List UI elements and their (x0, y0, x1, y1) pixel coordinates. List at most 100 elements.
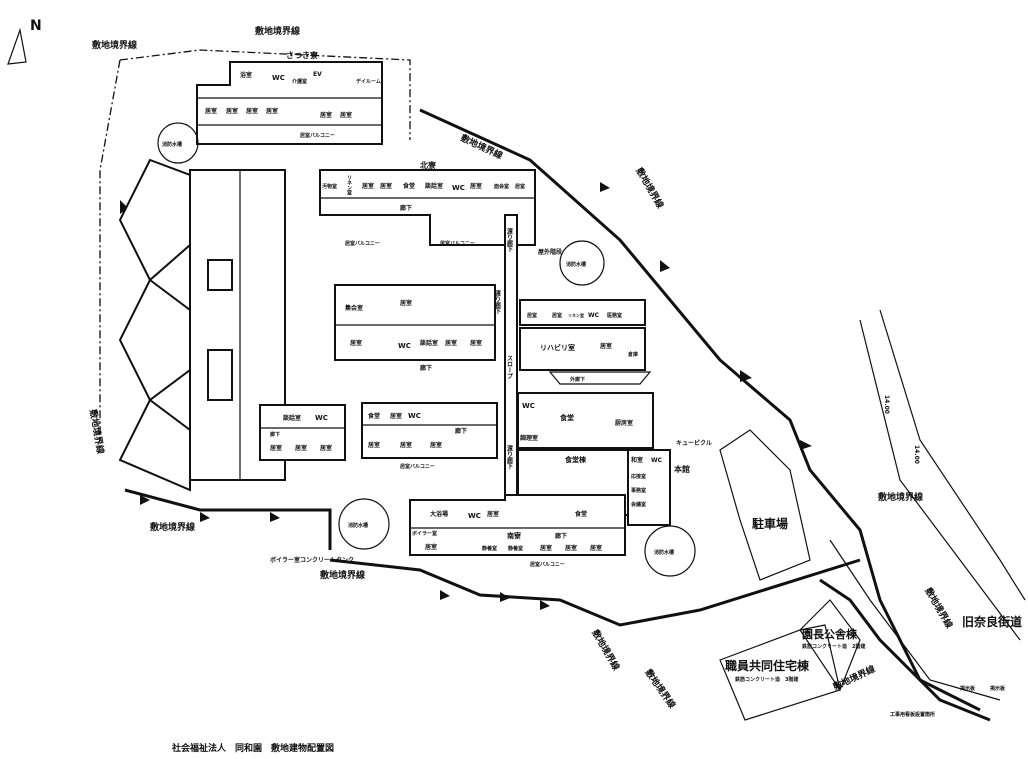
svg-text:居室: 居室 (487, 510, 499, 518)
boundary-label: 敷地境界線 (320, 569, 365, 581)
svg-text:ボイラー室: ボイラー室 (412, 530, 437, 537)
svg-text:大浴場: 大浴場 (430, 510, 448, 518)
building-center: 集会室 居室 居室 WC 談話室 居室 居室 廊下 (334, 284, 496, 372)
svg-text:居室: 居室 (470, 339, 482, 347)
svg-text:さつき寮: さつき寮 (286, 50, 319, 60)
outdoor-stairs-label: 屋外階段 (538, 248, 562, 256)
svg-text:居室: 居室 (340, 111, 352, 119)
svg-text:廊下: 廊下 (555, 532, 567, 540)
bulletin-board-label: 掲示板 (959, 685, 976, 692)
svg-text:食堂: 食堂 (559, 413, 574, 422)
svg-text:食堂棟: 食堂棟 (564, 455, 587, 464)
svg-text:事務室: 事務室 (631, 487, 646, 494)
svg-text:鉄筋コンクリート造 3階建: 鉄筋コンクリート造 3階建 (735, 676, 799, 683)
svg-text:居室: 居室 (600, 342, 612, 350)
svg-text:居室: 居室 (362, 182, 374, 190)
cubicle-label: キュービクル (676, 439, 712, 447)
svg-text:リネン室: リネン室 (346, 175, 352, 196)
svg-text:和室: 和室 (630, 456, 643, 464)
svg-text:鉄筋コンクリート造 2階建: 鉄筋コンクリート造 2階建 (802, 643, 866, 650)
svg-text:WC: WC (452, 184, 465, 192)
svg-text:居室: 居室 (320, 444, 332, 452)
svg-text:倉庫: 倉庫 (627, 351, 638, 358)
svg-text:居室: 居室 (400, 441, 412, 449)
svg-text:北寮: 北寮 (420, 160, 437, 170)
svg-text:廊下: 廊下 (400, 204, 412, 212)
svg-text:WC: WC (522, 402, 535, 410)
svg-text:消防水槽: 消防水槽 (566, 261, 586, 268)
svg-text:廊下: 廊下 (420, 364, 432, 372)
svg-text:談話室: 談話室 (420, 339, 438, 347)
staff-housing: 園長公舎棟 鉄筋コンクリート造 2階建 職員共同住宅棟 鉄筋コンクリート造 3階… (719, 599, 866, 721)
building-center-2: 食堂 居室 WC 居室 居室 居室 廊下 居室バルコニー (361, 402, 498, 470)
svg-text:会議室: 会議室 (630, 501, 646, 508)
svg-text:居室: 居室 (380, 182, 392, 190)
boundary-label: 敷地境界線 (92, 39, 137, 51)
boundary-markers (120, 182, 812, 610)
svg-text:本館: 本館 (673, 464, 690, 474)
svg-text:渡り廊下: 渡り廊下 (494, 289, 501, 315)
svg-text:リネン室: リネン室 (568, 312, 584, 318)
building-satsuki: さつき寮 浴室 WC 介護室 EV 居室 居室 居室 居室 居室 居室 デイルー… (196, 50, 383, 145)
svg-text:食堂: 食堂 (574, 510, 587, 518)
building-west-2: 談話室 WC 居室 居室 居室 廊下 (259, 404, 346, 461)
road-width-label: 14.00 (883, 395, 890, 414)
svg-text:WC: WC (468, 512, 481, 520)
boundary-label: 敷地境界線 (589, 628, 622, 673)
svg-text:居室: 居室 (390, 412, 402, 420)
boiler-tank-label: ボイラー室コンクリートタンク (270, 556, 354, 564)
svg-text:渡り廊下: 渡り廊下 (506, 444, 513, 470)
svg-text:WC: WC (272, 74, 285, 82)
north-arrow-icon: N (7, 18, 42, 65)
road-label: 旧奈良街道 (962, 614, 1022, 629)
svg-text:居室バルコニー: 居室バルコニー (345, 240, 380, 247)
water-tank: 消防水槽 (644, 525, 696, 577)
svg-text:居室: 居室 (590, 544, 602, 552)
svg-text:居室: 居室 (320, 111, 332, 119)
svg-text:居室: 居室 (295, 444, 307, 452)
svg-text:廊下: 廊下 (455, 427, 467, 435)
parking-area: 駐車場 (719, 429, 811, 581)
svg-text:居室: 居室 (565, 544, 577, 552)
svg-text:汚物室: 汚物室 (322, 183, 337, 190)
svg-text:居室: 居室 (350, 339, 362, 347)
svg-text:廊下: 廊下 (270, 431, 280, 438)
svg-text:居室: 居室 (400, 299, 412, 307)
building-west-wing (118, 158, 286, 492)
boundary-label: 敷地境界線 (633, 166, 666, 211)
svg-text:居室: 居室 (425, 543, 437, 551)
svg-text:介護室: 介護室 (291, 78, 307, 85)
boundary-label: 敷地境界線 (831, 663, 877, 693)
svg-text:食堂: 食堂 (402, 182, 415, 190)
svg-text:静養室: 静養室 (482, 545, 497, 552)
svg-text:消防水槽: 消防水槽 (348, 522, 368, 529)
svg-text:医務室: 医務室 (607, 312, 622, 319)
water-tank: 消防水槽 (559, 240, 605, 286)
road-width-label: 14.00 (913, 445, 920, 464)
boundary-label: 敷地境界線 (878, 491, 923, 503)
boundary-label: 敷地境界線 (922, 586, 955, 631)
svg-text:駐車場: 駐車場 (752, 516, 788, 531)
svg-text:居室バルコニー: 居室バルコニー (440, 240, 475, 247)
drawing-title: 社会福祉法人 同和園 敷地建物配置図 (171, 742, 334, 754)
svg-text:応接室: 応接室 (630, 473, 646, 480)
svg-text:居室: 居室 (226, 107, 238, 115)
svg-text:居室バルコニー: 居室バルコニー (300, 132, 335, 139)
svg-text:EV: EV (313, 71, 322, 78)
water-tank: 消防水槽 (338, 498, 390, 550)
svg-text:居室: 居室 (515, 183, 525, 190)
svg-text:居室: 居室 (470, 182, 482, 190)
svg-text:消防水槽: 消防水槽 (654, 549, 674, 556)
svg-text:渡り廊下: 渡り廊下 (506, 227, 513, 253)
svg-text:談話室: 談話室 (283, 414, 301, 422)
svg-text:外廊下: 外廊下 (570, 376, 585, 383)
svg-text:リハビリ室: リハビリ室 (540, 343, 575, 352)
bulletin-board-label: 掲示板 (989, 685, 1006, 692)
connectors: 渡り廊下 渡り廊下 スロープ 渡り廊下 (494, 214, 518, 496)
svg-text:静養室: 静養室 (508, 545, 523, 552)
svg-text:職員共同住宅棟: 職員共同住宅棟 (725, 658, 810, 673)
svg-text:集会室: 集会室 (344, 304, 363, 312)
svg-text:南寮: 南寮 (507, 531, 522, 540)
svg-text:WC: WC (315, 414, 328, 422)
